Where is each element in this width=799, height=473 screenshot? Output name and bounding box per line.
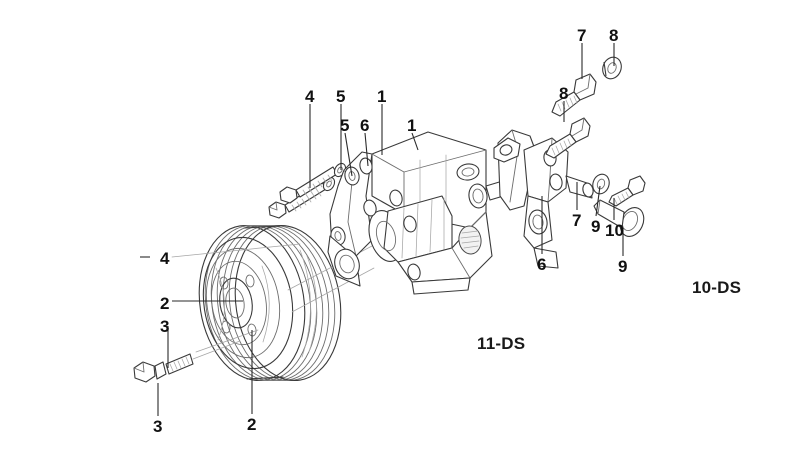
leader-line-6 (364, 132, 369, 167)
callout-label-9: 9 (618, 257, 628, 276)
bolt-3 (133, 329, 259, 383)
callout-label-2: 2 (160, 294, 170, 313)
callout-label-4: 4 (305, 87, 315, 106)
callout-label-5: 5 (340, 116, 350, 135)
reference-label-10-ds: 10-DS (692, 278, 742, 297)
callout-label-8: 8 (609, 26, 619, 45)
callout-label-1: 1 (377, 87, 387, 106)
callout-label-7: 7 (572, 211, 582, 230)
callout-label-6: 6 (537, 255, 547, 274)
bolt-9-lower (593, 199, 645, 237)
bolt-10 (608, 175, 646, 207)
callout-label-3: 3 (153, 417, 163, 436)
callout-label-7: 7 (577, 26, 587, 45)
reference-label-11-ds: 11-DS (477, 334, 526, 353)
leader-line-1 (411, 132, 419, 151)
washer-8-upper (602, 56, 622, 80)
callout-label-1: 1 (407, 116, 417, 135)
callout-label-9: 9 (591, 217, 601, 236)
callout-label-4: 4 (160, 249, 170, 268)
callout-label-5: 5 (336, 87, 346, 106)
callout-label-6: 6 (360, 116, 370, 135)
callout-label-10: 10 (605, 221, 624, 240)
callout-label-2: 2 (247, 415, 257, 434)
bolt-7-upper (551, 73, 597, 117)
callout-label-8: 8 (559, 84, 569, 103)
washer-9 (592, 173, 610, 195)
pump-body (327, 131, 514, 295)
callout-label-3: 3 (160, 317, 170, 336)
leader-line-5 (344, 132, 353, 177)
bolt-8-middle (545, 117, 591, 159)
leader-line-9 (595, 185, 601, 217)
